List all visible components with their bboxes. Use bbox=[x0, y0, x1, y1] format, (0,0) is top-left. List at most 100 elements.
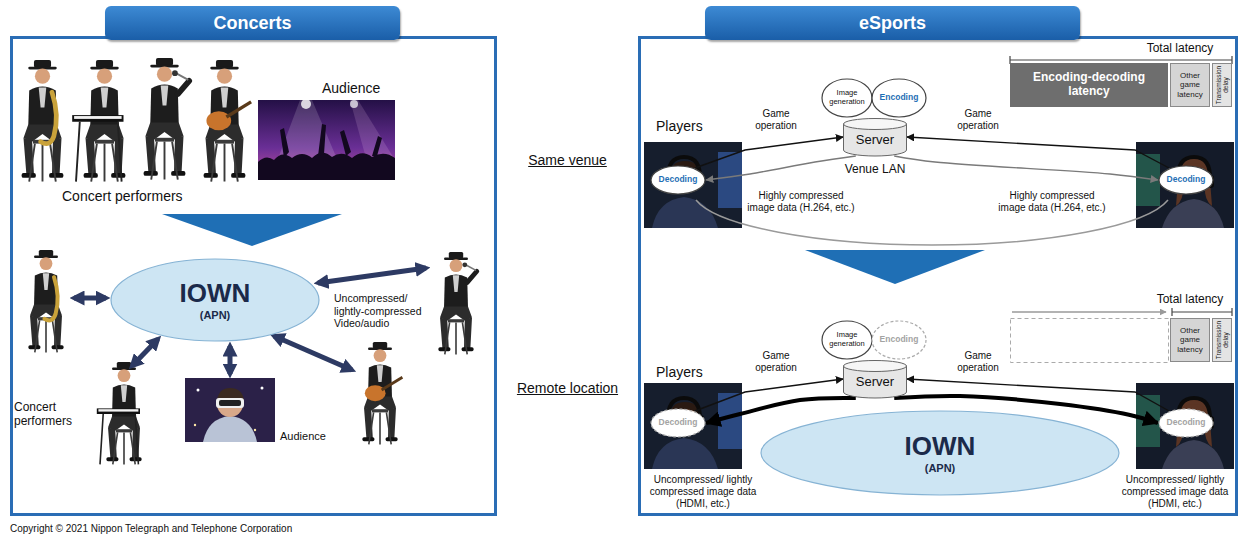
node-text: IOWN bbox=[760, 432, 1120, 462]
vr-audience-photo bbox=[219, 400, 241, 406]
panel-heading: Concerts bbox=[105, 6, 400, 40]
audience-photo bbox=[258, 99, 395, 180]
audience-photo bbox=[258, 100, 395, 180]
performer-figure bbox=[438, 252, 476, 354]
vr-audience-photo bbox=[216, 398, 244, 408]
vr-audience-photo bbox=[254, 429, 256, 431]
annotation-label: Audience bbox=[322, 80, 402, 97]
performer-figure bbox=[28, 250, 63, 352]
node-text: Decoding bbox=[1158, 418, 1214, 428]
vr-audience-photo bbox=[197, 389, 200, 392]
player-photo bbox=[1136, 142, 1234, 228]
removed-process-bubble: Encoding bbox=[871, 320, 927, 360]
latency-bar: Encoding-decoding latency bbox=[1010, 63, 1168, 107]
node-text: Other game latency bbox=[1171, 71, 1209, 99]
edge-label: Uncompressed/ lightly compressed image d… bbox=[1116, 474, 1234, 510]
performer-figure bbox=[462, 262, 467, 267]
latency-bar: Transmission delay bbox=[1212, 63, 1232, 107]
performer-figure bbox=[100, 414, 138, 464]
performer-figure bbox=[204, 60, 252, 182]
node-text: Other game latency bbox=[1171, 326, 1209, 354]
vr-audience-photo bbox=[185, 378, 275, 442]
panel-heading: eSports bbox=[705, 6, 1080, 40]
latency-bracket bbox=[1010, 56, 1232, 316]
vr-audience-photo bbox=[203, 416, 257, 442]
performer-figure bbox=[172, 70, 178, 76]
edge-label: Game operation bbox=[748, 350, 804, 374]
latency-arrow bbox=[1012, 311, 1166, 313]
performer-figure bbox=[74, 116, 122, 119]
network-ellipse: IOWN(APN) bbox=[760, 410, 1120, 496]
annotation-label: Players bbox=[656, 364, 726, 381]
performer-figure bbox=[41, 92, 57, 143]
audience-photo bbox=[301, 99, 311, 109]
performer-figure bbox=[206, 111, 231, 130]
process-bubble: Decoding bbox=[650, 165, 706, 195]
vr-audience-photo bbox=[194, 424, 196, 426]
performer-figure bbox=[144, 58, 190, 180]
annotation-label: Total latency bbox=[1130, 41, 1230, 55]
performer-figure bbox=[438, 252, 473, 354]
removed-process-bubble: Decoding bbox=[1158, 408, 1214, 438]
annotation-label: Concert performers bbox=[62, 188, 232, 205]
process-bubble: Image generation bbox=[821, 320, 873, 360]
node-text: Transmission delay bbox=[1215, 63, 1230, 107]
vr-audience-photo bbox=[185, 378, 275, 442]
performer-figure bbox=[176, 73, 188, 80]
node-text: Decoding bbox=[1158, 175, 1214, 185]
process-bubble: Image generation bbox=[821, 78, 873, 118]
performer-figure bbox=[22, 60, 64, 182]
annotation-label: Venue LAN bbox=[840, 162, 910, 176]
performer-figure bbox=[178, 81, 189, 94]
removed-latency-box bbox=[1011, 319, 1169, 363]
annotation-label: Audience bbox=[280, 430, 340, 443]
network-ellipse: IOWN(APN) bbox=[110, 258, 320, 342]
down-arrow bbox=[805, 250, 985, 284]
double-arrow bbox=[228, 346, 233, 374]
connector-arrow bbox=[894, 156, 1158, 180]
latency-bracket bbox=[1172, 308, 1232, 316]
ellipse-outline bbox=[761, 411, 1119, 495]
cylinder-top bbox=[844, 119, 907, 130]
process-bubble: Encoding bbox=[871, 78, 927, 118]
node-text: Server bbox=[843, 133, 907, 148]
edge-label: Highly compressed image data (H.264, etc… bbox=[996, 190, 1108, 214]
node-text: Image generation bbox=[821, 89, 873, 106]
latency-bar: Other game latency bbox=[1170, 63, 1210, 107]
performer-figure bbox=[204, 60, 246, 182]
performer-figure bbox=[76, 122, 122, 182]
node-text: Decoding bbox=[650, 175, 706, 185]
node-text: Image generation bbox=[821, 331, 873, 348]
performer-figure bbox=[28, 250, 63, 352]
node-text: Encoding bbox=[871, 93, 927, 103]
performer-figure bbox=[226, 102, 251, 117]
player-photo bbox=[644, 142, 742, 228]
performer-figure bbox=[467, 271, 477, 282]
server-cylinder: Server bbox=[843, 118, 907, 156]
performer-figure bbox=[44, 277, 57, 320]
node-text: Decoding bbox=[650, 418, 706, 428]
performer-figure bbox=[97, 408, 140, 414]
node-text: Transmission delay bbox=[1215, 318, 1230, 362]
annotation-label: Same venue bbox=[505, 152, 630, 169]
edge-label: Uncompressed/ lightly compressed image d… bbox=[644, 474, 762, 510]
latency-bar: Transmission delay bbox=[1212, 318, 1232, 362]
ellipse-outline bbox=[111, 259, 319, 341]
cylinder-top bbox=[844, 361, 907, 372]
connector-arrow bbox=[695, 137, 843, 168]
performer-figure bbox=[22, 60, 64, 182]
node-text: Encoding bbox=[871, 335, 927, 345]
node-text: IOWN bbox=[110, 279, 320, 309]
vr-audience-photo bbox=[261, 387, 264, 390]
node-text: Encoding-decoding latency bbox=[1010, 71, 1168, 99]
performer-figure bbox=[144, 58, 186, 180]
annotation-label: Copyright © 2021 Nippon Telegraph and Te… bbox=[10, 523, 430, 535]
performer-figure bbox=[466, 265, 476, 271]
audience-photo bbox=[258, 153, 395, 180]
annotation-label: Remote location bbox=[505, 380, 630, 397]
double-arrow bbox=[74, 296, 106, 301]
performer-figure bbox=[362, 342, 397, 444]
annotation-label: Uncompressed/ lightly-compressed Video/a… bbox=[334, 292, 428, 330]
